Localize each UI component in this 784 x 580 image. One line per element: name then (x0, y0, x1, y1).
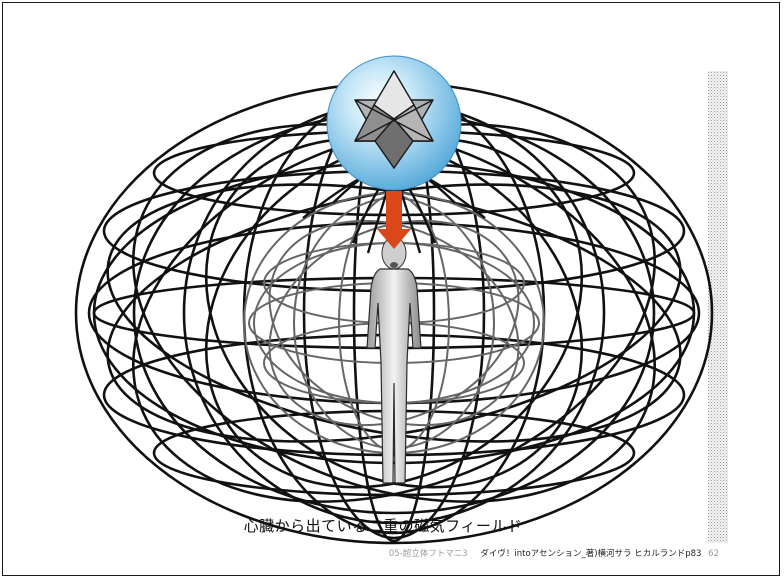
footer-credit: ダイヴ！intoアセンション_著)横河サラ ヒカルランドp83 (480, 549, 701, 559)
page-number: 62 (708, 549, 719, 559)
slide-caption: 心臓から出ている二重の磁気フィールド (3, 515, 763, 536)
slide-footer: 05-超立体フトマニ3 ダイヴ！intoアセンション_著)横河サラ ヒカルランド… (389, 547, 719, 559)
merkaba-sphere (327, 56, 461, 190)
footer-section-label: 05-超立体フトマニ3 (389, 549, 468, 559)
torus-field-illustration (3, 3, 780, 576)
